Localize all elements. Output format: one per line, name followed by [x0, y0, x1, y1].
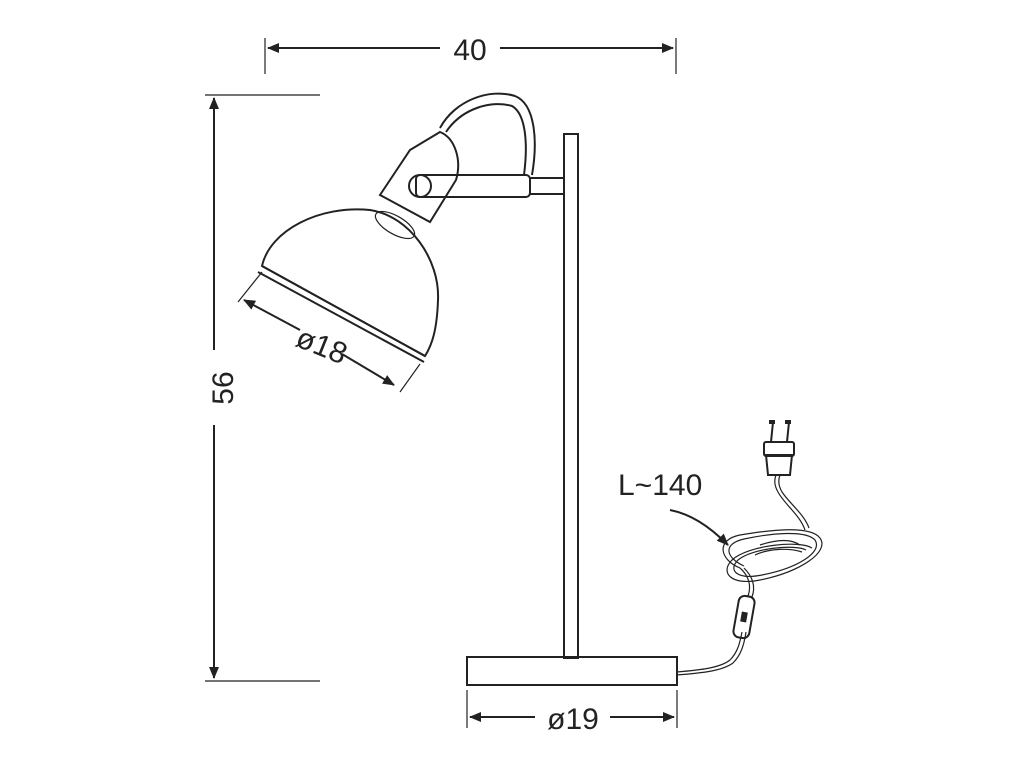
cable-coil	[722, 529, 823, 582]
cable-length-leader	[669, 509, 729, 546]
lamp-arm	[415, 174, 531, 198]
lamp-pole	[563, 133, 579, 659]
cable-assembly: L~140	[618, 420, 823, 676]
shade-diameter-dimension: ø18	[237, 271, 421, 393]
base-diameter-label: ø19	[547, 703, 599, 736]
cable	[676, 631, 743, 673]
inline-switch	[732, 594, 756, 640]
shade-diameter-label: ø18	[291, 321, 351, 371]
lamp-shade	[260, 208, 440, 358]
power-plug	[763, 420, 795, 476]
lamp-drawing	[257, 92, 678, 686]
lamp-socket	[378, 130, 460, 224]
height-dimension: 56	[205, 94, 320, 682]
width-label: 40	[453, 34, 486, 67]
lamp-base	[466, 656, 678, 686]
cable-length-label: L~140	[618, 469, 702, 502]
lamp-cord-loop	[439, 92, 536, 176]
width-dimension: 40	[264, 34, 677, 74]
base-diameter-dimension: ø19	[466, 690, 678, 736]
height-label: 56	[207, 371, 240, 404]
